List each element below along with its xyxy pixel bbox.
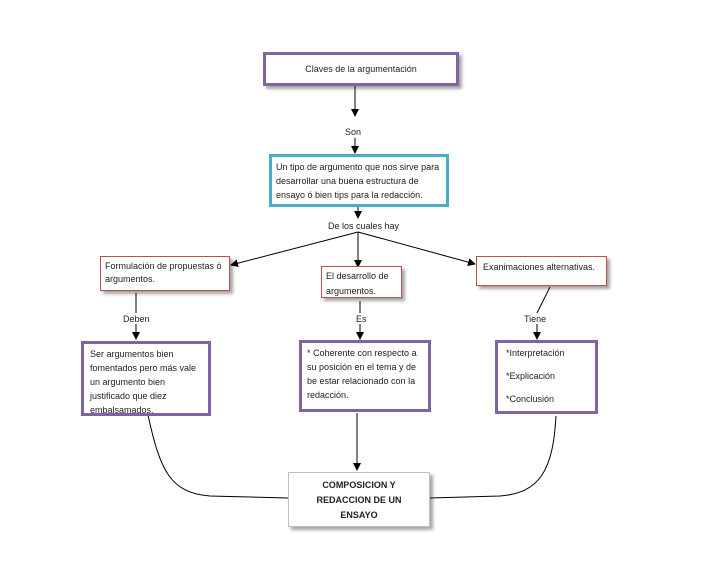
de-los-cuales-label: De los cuales hay	[328, 221, 400, 231]
center-detail-text: * Coherente con respecto a su posición e…	[307, 348, 417, 400]
center-branch-box: El desarrollo de argumentos.	[321, 266, 402, 298]
right-detail-item: *Interpretación	[506, 348, 565, 358]
result-text: COMPOSICION Y REDACCION DE UN ENSAYO	[316, 480, 402, 520]
center-branch-text: El desarrollo de argumentos.	[326, 271, 389, 296]
left-detail-text: Ser argumentos bien fomentados pero más …	[90, 349, 197, 415]
root-text: Claves de la argumentación	[305, 64, 417, 74]
right-branch-text: Exanimaciones alternativas.	[483, 262, 596, 272]
definition-box: Un tipo de argumento que nos sirve para …	[269, 154, 449, 207]
tiene-label: Tiene	[524, 314, 547, 324]
arrow-split-to-left	[230, 231, 359, 268]
left-branch-box: Formulación de propuestas ó argumentos.	[100, 256, 230, 291]
arrow-split-to-right	[357, 231, 476, 267]
curve-right-to-result	[429, 415, 557, 499]
center-detail-box: * Coherente con respecto a su posición e…	[299, 340, 431, 412]
left-branch-text: Formulación de propuestas ó argumentos.	[105, 261, 222, 284]
es-label: Es	[356, 314, 367, 324]
definition-text: Un tipo de argumento que nos sirve para …	[276, 162, 440, 200]
right-detail-item: *Conclusión	[506, 394, 555, 404]
result-box: COMPOSICION Y REDACCION DE UN ENSAYO	[288, 472, 430, 527]
right-detail-box: *Interpretación *Explicación *Conclusión	[495, 340, 598, 414]
root-box: Claves de la argumentación	[263, 52, 459, 86]
left-detail-box: Ser argumentos bien fomentados pero más …	[81, 341, 211, 416]
curve-left-to-result	[147, 414, 289, 499]
right-branch-box: Exanimaciones alternativas.	[476, 256, 607, 286]
right-detail-item: *Explicación	[506, 371, 556, 381]
son-label: Son	[345, 127, 362, 137]
line-right-to-tiene	[536, 286, 551, 314]
deben-label: Deben	[123, 314, 150, 324]
